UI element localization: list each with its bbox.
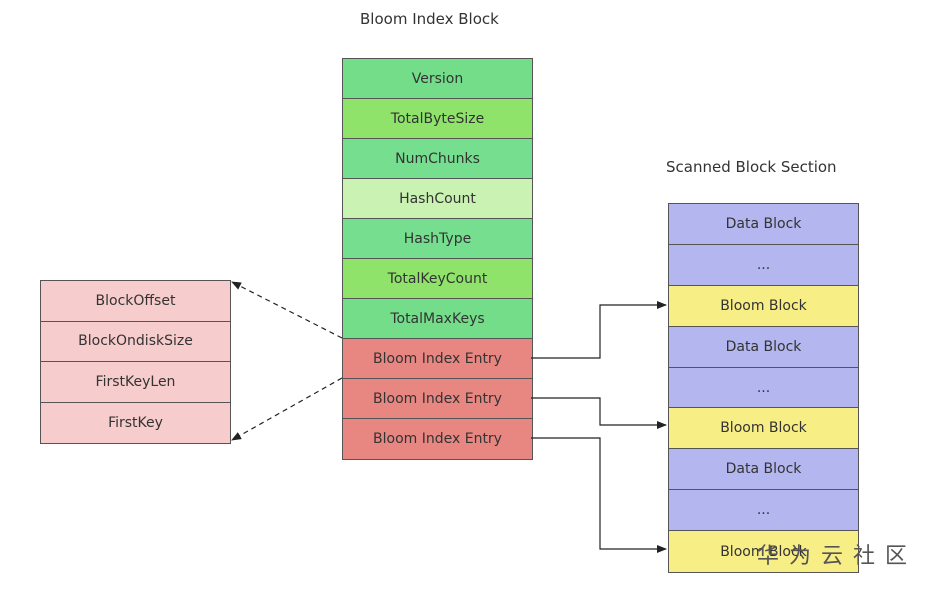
- bloom-index-entry: Bloom Index Entry: [343, 339, 532, 379]
- bloom-index-entry: Bloom Index Entry: [343, 419, 532, 459]
- field-total-byte-size: TotalByteSize: [343, 99, 532, 139]
- dashed-arrow-top: [231, 281, 343, 339]
- data-block: Data Block: [669, 449, 858, 491]
- bloom-block: Bloom Block: [669, 531, 858, 573]
- entry-2-to-bloom-block-2: [531, 397, 667, 429]
- entry-3-to-bloom-block-3: [531, 437, 667, 553]
- bloom-block: Bloom Block: [669, 408, 858, 450]
- scanned-block-section: Data Block ... Bloom Block Data Block ..…: [668, 203, 859, 574]
- ellipsis-block: ...: [669, 367, 858, 409]
- scanned-block-section-title: Scanned Block Section: [666, 158, 837, 176]
- bloom-block: Bloom Block: [669, 285, 858, 327]
- field-total-key-count: TotalKeyCount: [343, 259, 532, 299]
- ellipsis-block: ...: [669, 490, 858, 532]
- bloom-index-entry-detail: BlockOffset BlockOndiskSize FirstKeyLen …: [40, 280, 231, 444]
- field-total-max-keys: TotalMaxKeys: [343, 299, 532, 339]
- bloom-index-block: Version TotalByteSize NumChunks HashCoun…: [342, 58, 533, 460]
- bloom-index-block-title: Bloom Index Block: [360, 10, 499, 28]
- bloom-index-entry: Bloom Index Entry: [343, 379, 532, 419]
- field-version: Version: [343, 59, 532, 99]
- field-block-ondisk-size: BlockOndiskSize: [41, 321, 230, 362]
- field-first-key-len: FirstKeyLen: [41, 362, 230, 403]
- ellipsis-block: ...: [669, 244, 858, 286]
- field-hash-count: HashCount: [343, 179, 532, 219]
- field-first-key: FirstKey: [41, 402, 230, 443]
- watermark: 华为云社区: [757, 544, 918, 569]
- entry-1-to-bloom-block-1: [531, 301, 667, 359]
- data-block: Data Block: [669, 326, 858, 368]
- data-block: Data Block: [669, 204, 858, 245]
- dashed-arrow-bottom: [231, 377, 343, 441]
- field-num-chunks: NumChunks: [343, 139, 532, 179]
- field-hash-type: HashType: [343, 219, 532, 259]
- field-block-offset: BlockOffset: [41, 281, 230, 322]
